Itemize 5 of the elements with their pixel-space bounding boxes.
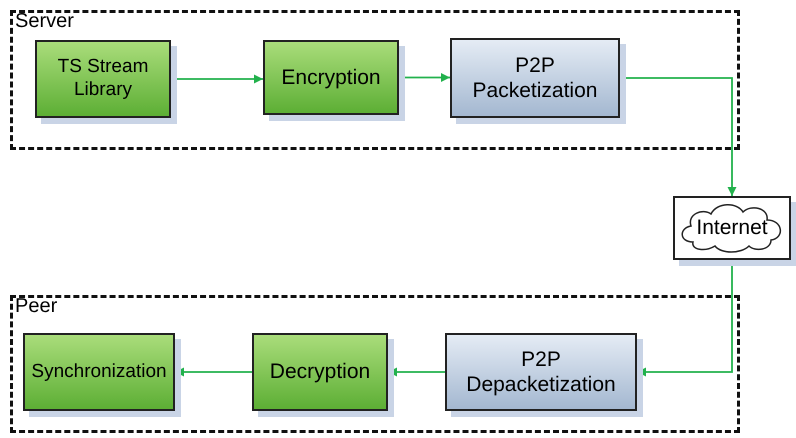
- node-label: Internet: [695, 216, 769, 240]
- group-label: Server: [15, 10, 74, 33]
- group-label: Peer: [15, 295, 58, 318]
- group-frame: [10, 295, 740, 433]
- group-frame: [10, 10, 740, 150]
